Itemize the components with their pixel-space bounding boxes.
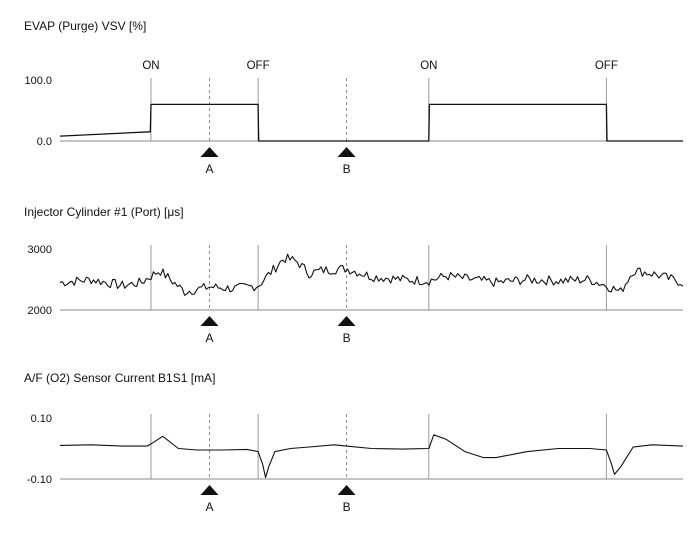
marker-triangle: [200, 147, 219, 157]
chart-panel-2: Injector Cylinder #1 (Port) [μs] 3000 2000…: [24, 205, 684, 345]
series-line: [59, 103, 683, 142]
event-label: OFF: [247, 60, 270, 72]
chart-title: EVAP (Purge) VSV [%]: [24, 19, 146, 33]
marker-label: A: [206, 162, 214, 176]
event-label: OFF: [595, 60, 618, 72]
marker-triangle: [337, 485, 356, 495]
y-tick-label: 100.0: [24, 75, 52, 87]
chart-panel-3: A/F (O2) Sensor Current B1S1 [mA] 0.10 -0.…: [24, 371, 684, 514]
y-tick-label: 0.10: [31, 413, 52, 425]
series-line: [59, 253, 684, 296]
series-line: [59, 434, 684, 479]
marker-label: B: [343, 162, 351, 176]
marker-triangle: [337, 147, 356, 157]
chart-panel-1: EVAP (Purge) VSV [%] 100.0 0.0 ON OFF ON OFF A B: [24, 19, 683, 176]
y-tick-label: 0.0: [37, 136, 52, 148]
chart-title: A/F (O2) Sensor Current B1S1 [mA]: [24, 371, 215, 385]
marker-label: B: [343, 331, 351, 345]
marker-label: A: [206, 331, 214, 345]
event-label: ON: [142, 60, 159, 72]
marker-triangle: [200, 485, 219, 495]
marker-label: B: [343, 500, 351, 514]
event-label: ON: [420, 60, 437, 72]
marker-triangle: [200, 316, 219, 326]
y-tick-label: -0.10: [27, 474, 52, 486]
chart-title: Injector Cylinder #1 (Port) [μs]: [24, 205, 184, 219]
y-tick-label: 3000: [28, 244, 52, 256]
marker-label: A: [206, 500, 214, 514]
marker-triangle: [337, 316, 356, 326]
y-tick-label: 2000: [28, 305, 52, 317]
